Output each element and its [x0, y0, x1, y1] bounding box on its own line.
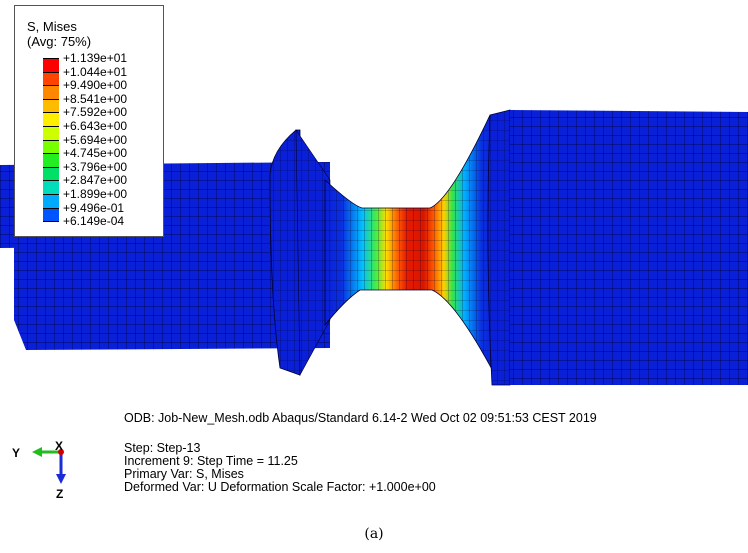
legend-title: S, Mises [27, 19, 77, 34]
legend-value-label: +4.745e+00 [63, 146, 128, 161]
primary-var-info: Primary Var: S, Mises [124, 467, 244, 481]
legend-tick [43, 126, 59, 127]
legend-value-label: +2.847e+00 [63, 173, 128, 188]
legend-color-swatch [43, 112, 59, 126]
legend-subtitle: (Avg: 75%) [27, 34, 92, 49]
legend-tick [43, 139, 59, 141]
legend-tick [43, 71, 59, 73]
legend-color-swatch [43, 180, 59, 194]
legend-tick [43, 180, 59, 182]
legend-color-swatch [43, 58, 59, 72]
legend-value-label: +3.796e+00 [63, 159, 128, 174]
legend-value-label: +1.139e+01 [63, 51, 128, 65]
triad-z-label: Z [56, 487, 63, 500]
triad-y-label: Y [12, 446, 20, 460]
legend-tick [43, 98, 59, 100]
legend-tick [43, 194, 59, 195]
legend-value-label: +9.490e+00 [63, 78, 128, 93]
legend-value-label: +6.643e+00 [63, 119, 128, 133]
figure-caption: (a) [364, 526, 384, 542]
legend-value-label: +1.899e+00 [63, 187, 128, 201]
legend-value-label: +5.694e+00 [63, 132, 128, 147]
legend-color-swatch [43, 166, 59, 181]
legend-color-swatch [43, 71, 59, 86]
legend-tick [43, 207, 59, 209]
triad-x-label: X [55, 439, 63, 453]
contour-legend: S, Mises (Avg: 75%) +1.139e+01+1.044e+01… [14, 5, 164, 237]
legend-value-label: +1.044e+01 [63, 64, 128, 79]
legend-tick [43, 153, 59, 155]
legend-color-swatch [43, 85, 59, 99]
legend-value-label: +7.592e+00 [63, 105, 128, 120]
legend-tick [43, 85, 59, 87]
legend-tick [43, 112, 59, 114]
increment-info: Increment 9: Step Time = 11.25 [124, 454, 298, 468]
deformed-var-info: Deformed Var: U Deformation Scale Factor… [124, 480, 436, 494]
legend-value-label: +6.149e-04 [63, 214, 125, 229]
step-info: Step: Step-13 [124, 441, 201, 455]
axis-triad: Y X Z [12, 439, 66, 500]
legend-color-swatch [43, 126, 59, 140]
legend-color-swatch [43, 207, 59, 222]
model-viewport[interactable] [0, 0, 748, 400]
legend-color-swatch [43, 98, 59, 113]
legend-color-swatch [43, 139, 59, 154]
legend-value-label: +8.541e+00 [63, 91, 128, 106]
legend-value-label: +9.496e-01 [63, 200, 125, 215]
legend-color-swatch [43, 153, 59, 167]
legend-color-swatch [43, 194, 59, 208]
legend-tick [43, 166, 59, 168]
legend-tick [43, 221, 59, 223]
legend-tick [43, 58, 59, 59]
odb-info-line: ODB: Job-New_Mesh.odb Abaqus/Standard 6.… [124, 411, 597, 425]
